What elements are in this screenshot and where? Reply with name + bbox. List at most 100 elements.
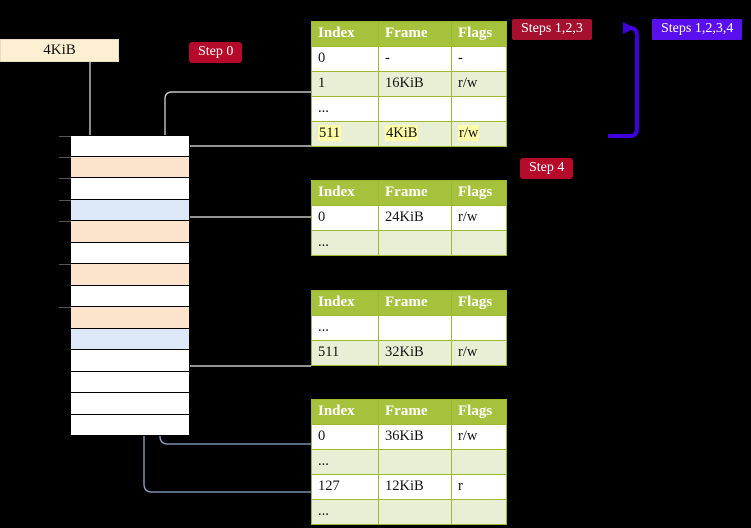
table-cell-flags: r/w <box>451 121 507 147</box>
wire-t2-to-mem <box>172 216 311 264</box>
table-cell-flags <box>451 96 507 122</box>
column-header-flags: Flags <box>451 180 507 206</box>
table-cell-frame: 12KiB <box>378 474 452 500</box>
table-cell-index: ... <box>311 230 379 256</box>
table-cell-flags: r <box>451 474 507 500</box>
column-header-flags: Flags <box>451 399 507 425</box>
frame-tick-mark <box>59 307 71 308</box>
table-cell-flags <box>451 230 507 256</box>
table-cell-frame: 36KiB <box>378 424 452 450</box>
table-cell-index: 511 <box>311 121 379 147</box>
memory-frame-row <box>70 285 190 307</box>
frame-tick-mark <box>59 178 71 179</box>
memory-frame-row <box>59 199 190 221</box>
column-header-frame: Frame <box>378 399 452 425</box>
column-header-frame: Frame <box>378 180 452 206</box>
memory-frame-row <box>59 156 190 178</box>
memory-frame-row <box>59 307 190 329</box>
frame-tick-mark <box>59 199 71 201</box>
arrow-steps-loop <box>608 22 639 138</box>
table-cell-frame: 32KiB <box>378 340 452 366</box>
physical-memory-column <box>59 135 190 436</box>
memory-frame-row <box>59 221 190 243</box>
table-cell-frame: 16KiB <box>378 71 452 97</box>
table-cell-frame <box>378 230 452 256</box>
memory-frame-row <box>70 242 190 264</box>
table-cell-flags <box>451 499 507 525</box>
frame-size-box: 4KiB <box>0 39 119 62</box>
column-header-index: Index <box>311 290 379 316</box>
wire-t3-511-to-frame <box>179 308 311 367</box>
memory-frame-row <box>59 264 190 286</box>
memory-frame-row <box>70 393 190 415</box>
memory-frame-row <box>70 371 190 393</box>
frame-tick-mark <box>59 156 71 158</box>
table-cell-index: 511 <box>311 340 379 366</box>
table-cell-flags: - <box>451 46 507 72</box>
table-cell-flags: r/w <box>451 424 507 450</box>
table-cell-index: ... <box>311 96 379 122</box>
table-cell-flags: r/w <box>451 205 507 231</box>
table-cell-index: ... <box>311 449 379 475</box>
memory-frame-row <box>70 414 190 436</box>
column-header-frame: Frame <box>378 21 452 47</box>
label-steps-1234: Steps 1,2,3,4 <box>652 19 743 40</box>
table-row: ... <box>311 449 507 475</box>
table-cell-index: 0 <box>311 46 379 72</box>
table-cell-index: ... <box>311 315 379 341</box>
table-row: 0-- <box>311 46 507 72</box>
table-row: ... <box>311 96 507 122</box>
table-cell-frame: - <box>378 46 452 72</box>
column-header-index: Index <box>311 21 379 47</box>
table-cell-index: ... <box>311 499 379 525</box>
column-header-index: Index <box>311 399 379 425</box>
table-cell-index: 127 <box>311 474 379 500</box>
wire-t2-0-to-frame <box>181 145 311 162</box>
column-header-index: Index <box>311 180 379 206</box>
table-cell-flags: r/w <box>451 340 507 366</box>
column-header-frame: Frame <box>378 290 452 316</box>
frame-size-label: 4KiB <box>43 42 76 58</box>
table-row: ... <box>311 499 507 525</box>
label-step-4: Step 4 <box>520 158 574 179</box>
table-cell-index: 0 <box>311 205 379 231</box>
table-cell-flags <box>451 449 507 475</box>
label-steps-123: Steps 1,2,3 <box>512 19 592 40</box>
memory-frame-row <box>70 350 190 372</box>
table-row: ... <box>311 230 507 256</box>
memory-frame-row <box>59 135 190 157</box>
table-cell-frame <box>378 315 452 341</box>
memory-frame-row <box>59 178 190 200</box>
table-cell-frame: 4KiB <box>378 121 452 147</box>
frame-tick-mark <box>59 221 71 222</box>
table-cell-flags: r/w <box>451 71 507 97</box>
table-cell-index: 1 <box>311 71 379 97</box>
table-row: ... <box>311 315 507 341</box>
memory-frame-row <box>70 328 190 350</box>
column-header-flags: Flags <box>451 21 507 47</box>
table-cell-frame <box>378 449 452 475</box>
table-cell-frame <box>378 96 452 122</box>
column-header-flags: Flags <box>451 290 507 316</box>
table-cell-frame <box>378 499 452 525</box>
table-cell-frame: 24KiB <box>378 205 452 231</box>
table-cell-index: 0 <box>311 424 379 450</box>
label-step-0: Step 0 <box>189 42 243 63</box>
frame-tick-mark <box>59 136 71 137</box>
frame-tick-mark <box>59 264 71 265</box>
